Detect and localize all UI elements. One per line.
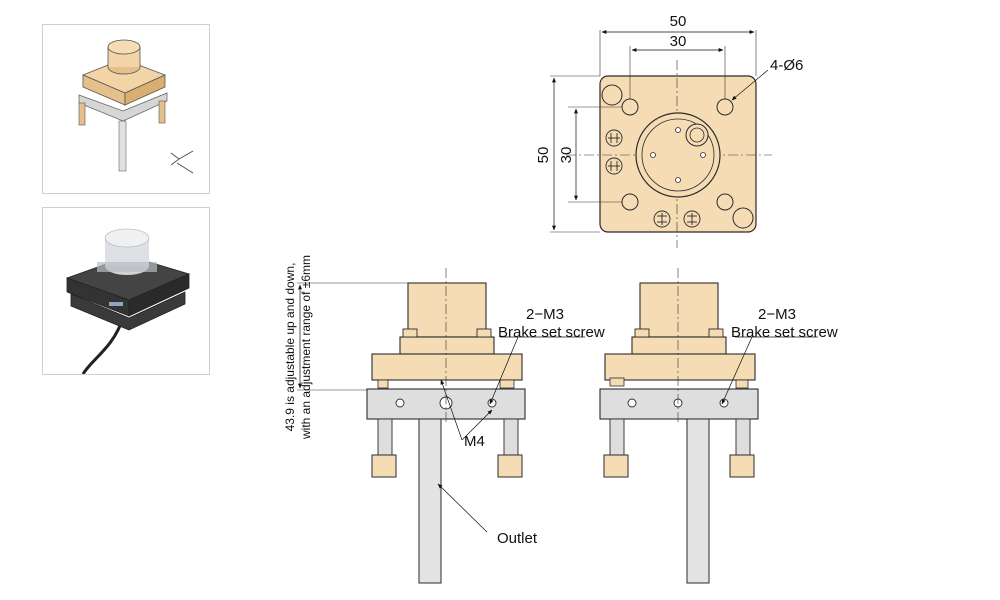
- holes-label: 4-Ø6: [770, 57, 803, 74]
- height-note-line1: 43.9 is adjustable up and down,: [283, 263, 297, 432]
- dim-height-inner: 30: [558, 147, 575, 164]
- cad-render-thumbnail: [42, 24, 210, 194]
- screw-count-right: 2−M3: [758, 306, 796, 323]
- screw-label-right: Brake set screw: [731, 324, 838, 341]
- dim-width-outer: 50: [670, 13, 687, 30]
- front-view-right: 2−M3 Brake set screw: [599, 268, 838, 584]
- front-view-left: 43.9 is adjustable up and down, with an …: [283, 255, 605, 584]
- product-photo-icon: [65, 228, 191, 374]
- height-note-line2: with an adjustment range of ±6mm: [299, 255, 313, 440]
- screw-count-left: 2−M3: [526, 306, 564, 323]
- top-view: 50 30 50 30 4-Ø6: [535, 13, 803, 248]
- dim-height-outer: 50: [535, 147, 552, 164]
- screw-label-left: Brake set screw: [498, 324, 605, 341]
- product-photo-thumbnail: [42, 207, 210, 375]
- cad-render-icon: [78, 39, 194, 174]
- dim-width-inner: 30: [670, 33, 687, 50]
- outlet-label: Outlet: [497, 530, 538, 547]
- thread-label: M4: [464, 433, 485, 450]
